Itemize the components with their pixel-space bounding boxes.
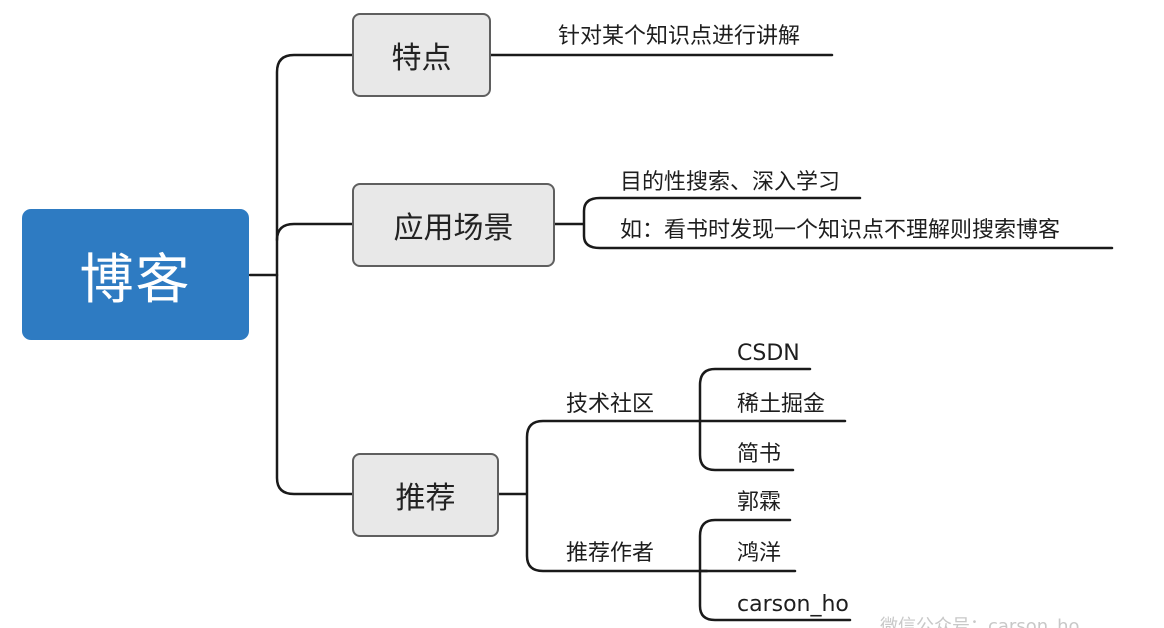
author-item-carson: carson_ho bbox=[737, 592, 849, 617]
connector-scene-branch bbox=[552, 196, 1114, 250]
connector-recommend-branch bbox=[496, 419, 709, 573]
scenario-detail-text-2: 如：看书时发现一个知识点不理解则搜索博客 bbox=[620, 218, 1061, 243]
connector-trunk-vertical bbox=[275, 53, 354, 496]
root-node[interactable]: 博客 bbox=[22, 209, 249, 340]
connector-author-items bbox=[698, 518, 852, 622]
group-label-community: 技术社区 bbox=[566, 392, 655, 417]
watermark: 微信公众号：carson_ho bbox=[880, 616, 1080, 628]
topic-node-scenarios[interactable]: 应用场景 bbox=[352, 183, 555, 267]
topic-node-features[interactable]: 特点 bbox=[352, 13, 491, 97]
community-item-juejin: 稀土掘金 bbox=[737, 392, 826, 417]
connector-to-scene bbox=[275, 222, 354, 242]
connector-community-items bbox=[698, 367, 847, 472]
group-label-authors: 推荐作者 bbox=[566, 541, 655, 566]
community-item-csdn: CSDN bbox=[737, 341, 800, 366]
scenario-detail-text-1: 目的性搜索、深入学习 bbox=[620, 170, 841, 195]
author-item-guolin: 郭霖 bbox=[737, 490, 782, 515]
feature-detail-text: 针对某个知识点进行讲解 bbox=[558, 24, 801, 49]
community-item-jianshu: 简书 bbox=[737, 442, 782, 467]
author-item-hongyang: 鸿洋 bbox=[737, 541, 782, 566]
topic-node-recommend[interactable]: 推荐 bbox=[352, 453, 499, 537]
